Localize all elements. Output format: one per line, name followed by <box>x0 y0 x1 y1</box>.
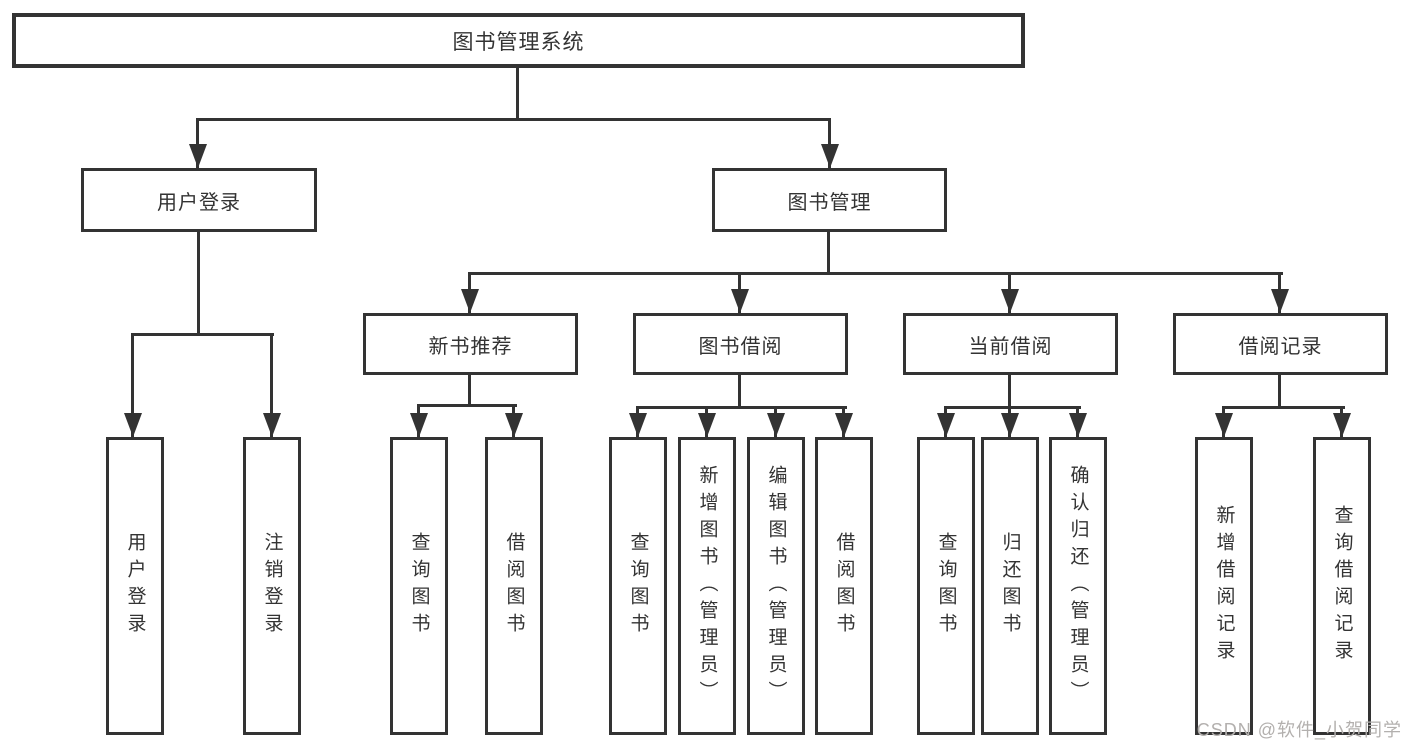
node-label: 注销登录 <box>261 532 283 640</box>
arrow-down-icon <box>636 406 639 437</box>
connector-line <box>417 404 517 407</box>
connector-line <box>468 373 471 406</box>
connector-line <box>1008 373 1011 408</box>
node-root: 图书管理系统 <box>12 13 1025 68</box>
connector-line <box>738 373 741 408</box>
arrow-down-icon <box>1222 406 1225 437</box>
arrow-down-icon <box>842 406 845 437</box>
arrow-down-icon <box>468 272 471 313</box>
node-borrow-books-leaf: 借阅图书 <box>815 437 873 735</box>
node-query-books-recommend: 查询图书 <box>390 437 448 735</box>
arrow-down-icon <box>944 406 947 437</box>
node-logout-leaf: 注销登录 <box>243 437 301 735</box>
node-user-login-leaf: 用户登录 <box>106 437 164 735</box>
node-label: 查询借阅记录 <box>1331 505 1353 667</box>
arrow-down-icon <box>774 406 777 437</box>
node-label: 新书推荐 <box>428 335 513 358</box>
node-return-books: 归还图书 <box>981 437 1039 735</box>
arrow-down-icon <box>196 118 199 168</box>
node-add-books-admin: 新增图书（管理员） <box>678 437 736 735</box>
node-edit-books-admin: 编辑图书（管理员） <box>747 437 805 735</box>
node-confirm-return-admin: 确认归还（管理员） <box>1049 437 1107 735</box>
connector-line <box>197 230 200 336</box>
node-query-books-borrow: 查询图书 <box>609 437 667 735</box>
arrow-down-icon <box>512 404 515 437</box>
node-label: 图书借阅 <box>698 335 783 358</box>
connector-line <box>636 406 847 409</box>
connector-line <box>196 118 831 121</box>
connector-line <box>827 230 830 275</box>
arrow-down-icon <box>1008 406 1011 437</box>
node-new-book-recommend: 新书推荐 <box>363 313 578 375</box>
node-user-login: 用户登录 <box>81 168 317 232</box>
node-label: 用户登录 <box>157 191 241 214</box>
arrow-down-icon <box>270 333 273 437</box>
node-label: 借阅图书 <box>503 532 525 640</box>
node-label: 查询图书 <box>627 532 649 640</box>
arrow-down-icon <box>1278 272 1281 313</box>
node-borrow-books-recommend: 借阅图书 <box>485 437 543 735</box>
connector-line <box>1222 406 1345 409</box>
node-add-borrow-record: 新增借阅记录 <box>1195 437 1253 735</box>
arrow-down-icon <box>705 406 708 437</box>
node-label: 新增借阅记录 <box>1213 505 1235 667</box>
node-book-borrow: 图书借阅 <box>633 313 848 375</box>
node-current-borrow: 当前借阅 <box>903 313 1118 375</box>
arrow-down-icon <box>1340 406 1343 437</box>
node-label: 用户登录 <box>124 532 146 640</box>
node-label: 归还图书 <box>999 532 1021 640</box>
arrow-down-icon <box>738 272 741 313</box>
node-query-borrow-record: 查询借阅记录 <box>1313 437 1371 735</box>
node-label: 新增图书（管理员） <box>696 464 718 708</box>
node-label: 编辑图书（管理员） <box>765 464 787 708</box>
arrow-down-icon <box>828 118 831 168</box>
node-book-mgmt: 图书管理 <box>712 168 947 232</box>
arrow-down-icon <box>1008 272 1011 313</box>
arrow-down-icon <box>1076 406 1079 437</box>
connector-line <box>944 406 1081 409</box>
arrow-down-icon <box>131 333 134 437</box>
arrow-down-icon <box>417 404 420 437</box>
connector-line <box>468 272 1283 275</box>
connector-line <box>131 333 274 336</box>
node-label: 图书管理系统 <box>452 30 585 54</box>
node-label: 当前借阅 <box>968 335 1053 358</box>
node-label: 确认归还（管理员） <box>1067 464 1089 708</box>
node-label: 借阅记录 <box>1238 335 1323 358</box>
node-label: 图书管理 <box>787 191 872 214</box>
node-borrow-records: 借阅记录 <box>1173 313 1388 375</box>
connector-line <box>516 66 519 120</box>
node-label: 查询图书 <box>935 532 957 640</box>
watermark-text: CSDN @软件_小贺同学 <box>1196 720 1402 740</box>
connector-line <box>1278 373 1281 408</box>
node-label: 查询图书 <box>408 532 430 640</box>
node-query-books-current: 查询图书 <box>917 437 975 735</box>
node-label: 借阅图书 <box>833 532 855 640</box>
